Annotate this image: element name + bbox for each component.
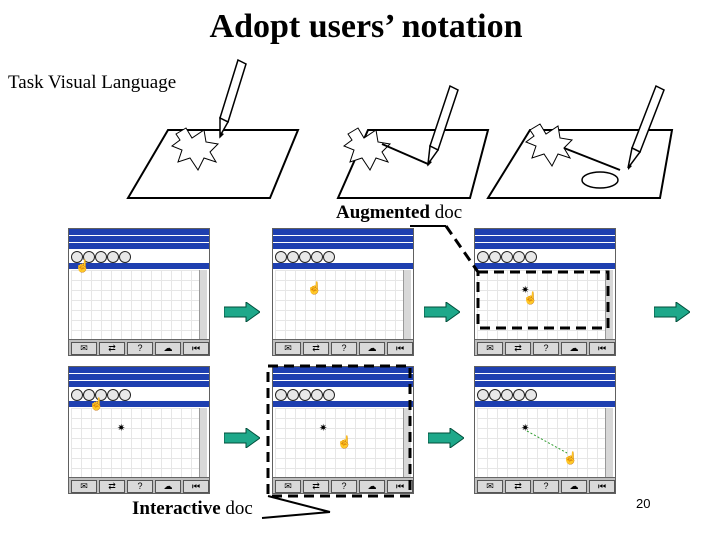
bottom-button[interactable]: ? xyxy=(127,480,153,493)
slide-title: Adopt users’ notation xyxy=(209,8,523,45)
explosion-icon xyxy=(342,127,392,171)
screen-3: ✉⇄?☁⏮ ✷ ☝ xyxy=(474,228,616,356)
sketch-sheet-1 xyxy=(126,129,300,199)
bottom-button[interactable]: ☁ xyxy=(359,342,385,355)
interactive-connector xyxy=(261,511,331,519)
task-visual-language-label: Task Visual Language xyxy=(8,72,177,93)
bottom-button[interactable]: ☁ xyxy=(155,342,181,355)
ellipse-icon xyxy=(581,171,619,189)
screen-2: ✉⇄?☁⏮ ☝ xyxy=(272,228,414,356)
hand-cursor-icon: ☝ xyxy=(307,281,322,295)
drawn-stroke xyxy=(381,143,429,165)
sketch-sheet-3 xyxy=(486,129,674,199)
page-number: 20 xyxy=(636,496,651,511)
screen-6: ✉⇄?☁⏮ ✷ ☝ xyxy=(474,366,616,494)
bug-sketch-icon: ✷ xyxy=(521,423,530,434)
sketch-panels xyxy=(126,58,674,199)
pencil-icon xyxy=(627,84,665,170)
explosion-icon xyxy=(524,123,574,167)
bottom-button[interactable]: ⇄ xyxy=(505,480,531,493)
drawn-stroke xyxy=(563,147,621,171)
bottom-button[interactable]: ? xyxy=(533,342,559,355)
interactive-connector xyxy=(267,495,331,513)
bottom-button[interactable]: ? xyxy=(331,342,357,355)
bottom-button[interactable]: ⏮ xyxy=(387,342,413,355)
hand-cursor-icon: ☝ xyxy=(523,291,538,305)
bottom-button[interactable]: ? xyxy=(533,480,559,493)
hand-cursor-icon: ☝ xyxy=(75,259,90,273)
explosion-icon xyxy=(170,127,220,171)
drawn-connector-line xyxy=(526,430,568,454)
screen-4: ✉⇄?☁⏮ ☝ ✷ xyxy=(68,366,210,494)
bottom-button[interactable]: ☁ xyxy=(561,480,587,493)
bottom-button[interactable]: ✉ xyxy=(477,342,503,355)
flow-arrow-icon xyxy=(224,428,260,448)
flow-arrow-icon xyxy=(654,302,690,322)
bottom-button[interactable]: ⇄ xyxy=(505,342,531,355)
screen-5: ✉⇄?☁⏮ ✷ ☝ xyxy=(272,366,414,494)
hand-cursor-icon: ☝ xyxy=(563,451,578,465)
bottom-button[interactable]: ✉ xyxy=(477,480,503,493)
flow-arrow-icon xyxy=(224,302,260,322)
bottom-button[interactable]: ⏮ xyxy=(183,480,209,493)
bottom-button[interactable]: ⏮ xyxy=(387,480,413,493)
hand-cursor-icon: ☝ xyxy=(337,435,352,449)
bottom-button[interactable]: ⏮ xyxy=(183,342,209,355)
bottom-button[interactable]: ✉ xyxy=(275,480,301,493)
flow-arrow-icon xyxy=(428,428,464,448)
bottom-button[interactable]: ⏮ xyxy=(589,480,615,493)
bottom-button[interactable]: ⇄ xyxy=(303,342,329,355)
bug-sketch-icon: ✷ xyxy=(319,423,328,434)
bottom-button[interactable]: ? xyxy=(127,342,153,355)
screen-1: ✉⇄?☁⏮ ☝ xyxy=(68,228,210,356)
bottom-button[interactable]: ⇄ xyxy=(303,480,329,493)
pencil-icon xyxy=(426,84,459,167)
bottom-button[interactable]: ⏮ xyxy=(589,342,615,355)
bottom-button[interactable]: ✉ xyxy=(71,342,97,355)
pencil-icon xyxy=(219,58,247,139)
interactive-doc-label: Interactive doc xyxy=(132,498,253,519)
bug-sketch-icon: ✷ xyxy=(117,423,126,434)
hand-cursor-icon: ☝ xyxy=(89,397,104,411)
bottom-button[interactable]: ⇄ xyxy=(99,342,125,355)
bottom-button[interactable]: ☁ xyxy=(359,480,385,493)
bottom-button[interactable]: ⇄ xyxy=(99,480,125,493)
bottom-button[interactable]: ? xyxy=(331,480,357,493)
augmented-doc-label: Augmented doc xyxy=(336,202,463,223)
bottom-button[interactable]: ☁ xyxy=(561,342,587,355)
bottom-button[interactable]: ✉ xyxy=(71,480,97,493)
flow-arrow-icon xyxy=(424,302,460,322)
bottom-button[interactable]: ✉ xyxy=(275,342,301,355)
bottom-button[interactable]: ☁ xyxy=(155,480,181,493)
